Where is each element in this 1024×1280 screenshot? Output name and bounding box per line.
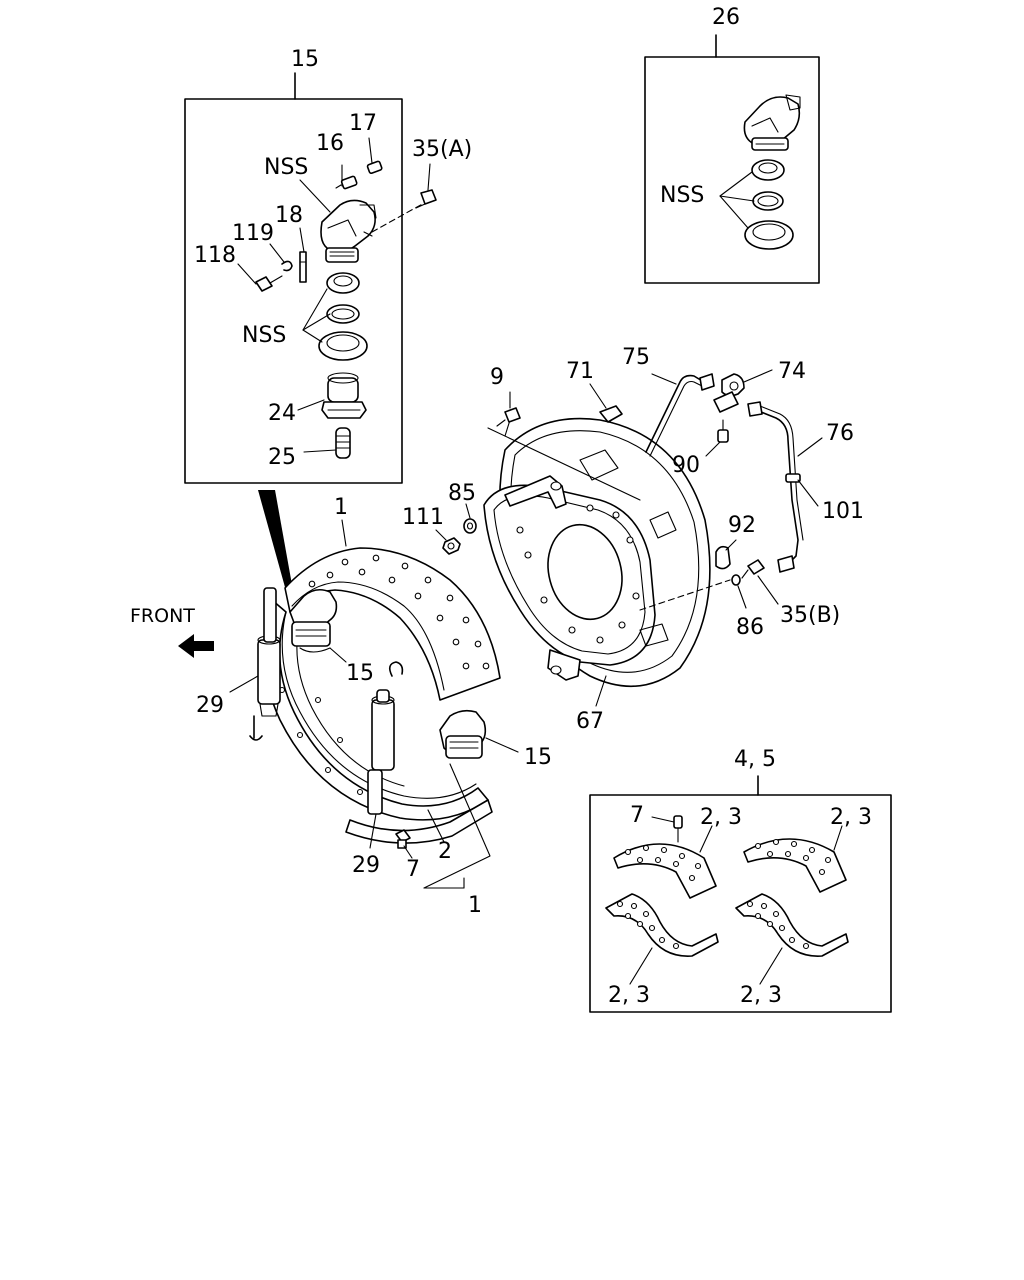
lining-top-right-part [743,838,847,893]
bolt-35a-part [415,189,437,209]
lining-bottom-left-part [605,893,719,957]
label-15-right: 15 [524,745,552,770]
label-26: 26 [712,5,740,30]
front-arrow-icon [178,634,214,658]
label-2: 2 [438,839,452,864]
label-23-b: 2, 3 [830,805,872,830]
bolt-9-part [496,407,521,427]
label-35b: 35(B) [780,603,840,628]
label-15-box: 15 [291,47,319,72]
anchor-pin-29-bottom-part [367,689,395,815]
label-9: 9 [490,365,504,390]
label-nss-top: NSS [264,155,308,180]
label-7: 7 [406,857,420,882]
label-92: 92 [728,513,756,538]
fitting-17-part [366,160,383,174]
label-75: 75 [622,345,650,370]
connector-74-part [713,373,745,413]
label-118: 118 [194,243,236,268]
label-23-d: 2, 3 [740,983,782,1008]
label-71: 71 [566,359,594,384]
bolt-35b-part [741,559,765,579]
bolt-7-part [395,829,411,849]
label-nss-box15: NSS [242,323,286,348]
label-29-left: 29 [196,693,224,718]
plug-92-part [715,545,731,570]
callout-pointer [258,490,294,598]
label-1-top: 1 [334,495,348,520]
label-76: 76 [826,421,854,446]
chamber-head-part [320,199,377,263]
fitting-16-part [335,175,358,190]
bolt-90-part [717,419,729,443]
label-67: 67 [576,709,604,734]
seal-stack-15 [318,272,368,361]
label-17: 17 [349,111,377,136]
label-23-a: 2, 3 [700,805,742,830]
label-119: 119 [232,221,274,246]
label-111: 111 [402,505,444,530]
leader-lines [229,369,823,889]
label-15-mid: 15 [346,661,374,686]
label-23-c: 2, 3 [608,983,650,1008]
chamber-right-part [439,709,487,759]
part-labels: 15 17 16 35(A) NSS 18 119 118 NSS 24 25 … [130,5,872,1008]
backing-plate-67-part [483,417,731,688]
label-16: 16 [316,131,344,156]
pin-25-part [335,427,351,459]
pipe-75-part [645,374,705,453]
label-24: 24 [268,401,296,426]
kit-box-45 [589,775,892,1013]
inset-box-15 [184,72,437,484]
label-90: 90 [672,453,700,478]
anchor-pin-29-left-part [257,587,281,717]
nut-111-part [442,537,461,555]
label-45: 4, 5 [734,747,776,772]
lining-top-left-part [613,815,717,899]
chamber-head-26-part [743,94,801,151]
chamber-left-part [289,588,338,653]
washer-85-part [463,518,477,534]
label-18: 18 [275,203,303,228]
label-101: 101 [822,499,864,524]
label-nss-box26: NSS [660,183,704,208]
label-1-bottom: 1 [468,893,482,918]
clip-101-part [785,473,801,483]
label-front: FRONT [130,605,195,627]
clip-119-part [281,260,293,272]
brake-shoe-assembly-part [249,547,501,849]
lining-bottom-right-part [735,893,849,957]
washer-86-part [731,574,741,586]
pipe-76-part [755,409,799,567]
label-35a: 35(A) [412,137,472,162]
label-74: 74 [778,359,806,384]
plug-71-part [599,405,623,423]
label-86: 86 [736,615,764,640]
bolt-118-part [255,275,283,292]
label-7-kit: 7 [630,803,644,828]
label-29-bottom: 29 [352,853,380,878]
clip-18-part [299,251,307,283]
label-25: 25 [268,445,296,470]
adjuster-24-part [321,372,367,419]
inset-box-26 [644,34,820,284]
label-85: 85 [448,481,476,506]
